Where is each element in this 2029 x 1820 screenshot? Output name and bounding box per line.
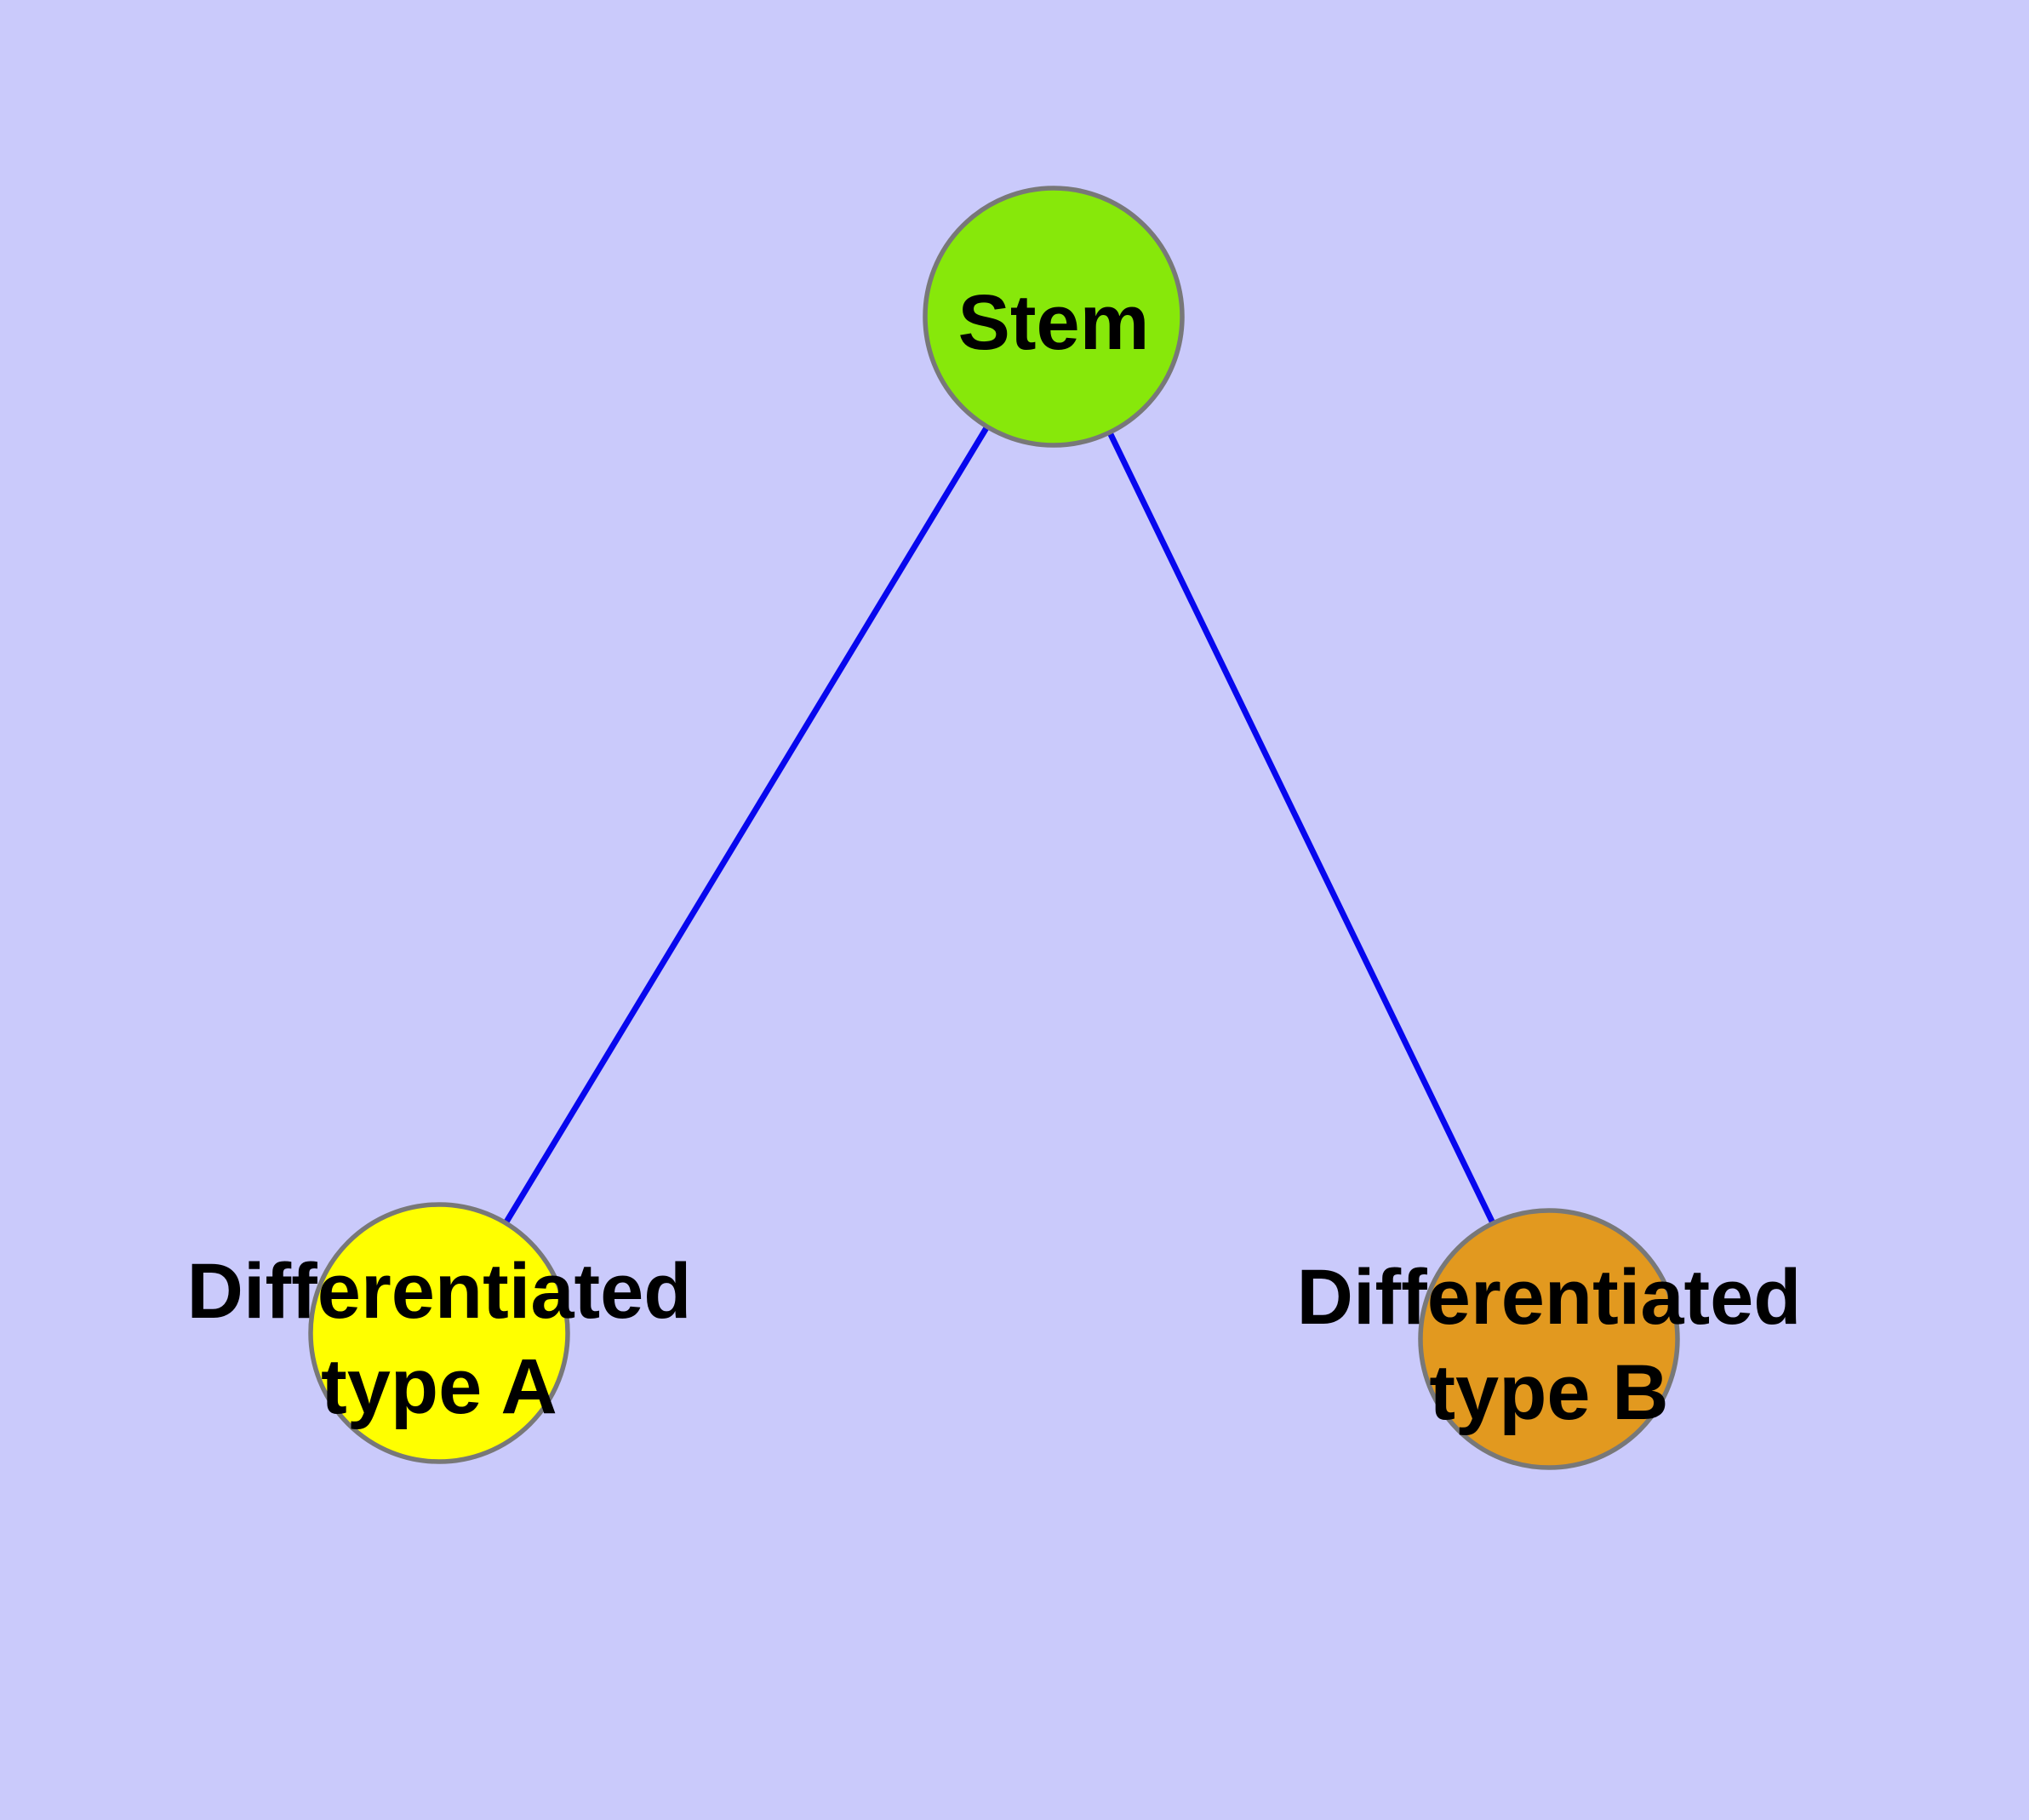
edge-stem-typeA	[437, 315, 1056, 1335]
node-label-line: type B	[1429, 1349, 1668, 1436]
node-label-line: Differentiated	[187, 1248, 692, 1335]
node-typeB	[1418, 1208, 1680, 1470]
node-stem	[923, 186, 1185, 448]
node-typeA	[308, 1202, 570, 1464]
node-label-line: type A	[321, 1343, 557, 1430]
node-label-stem: Stem	[958, 279, 1150, 366]
node-label-line: Differentiated	[1297, 1254, 1802, 1341]
nodes-layer	[308, 186, 1680, 1470]
node-label-line: Stem	[958, 279, 1150, 366]
edge-stem-typeB	[1050, 315, 1552, 1341]
edges-layer	[437, 315, 1552, 1341]
